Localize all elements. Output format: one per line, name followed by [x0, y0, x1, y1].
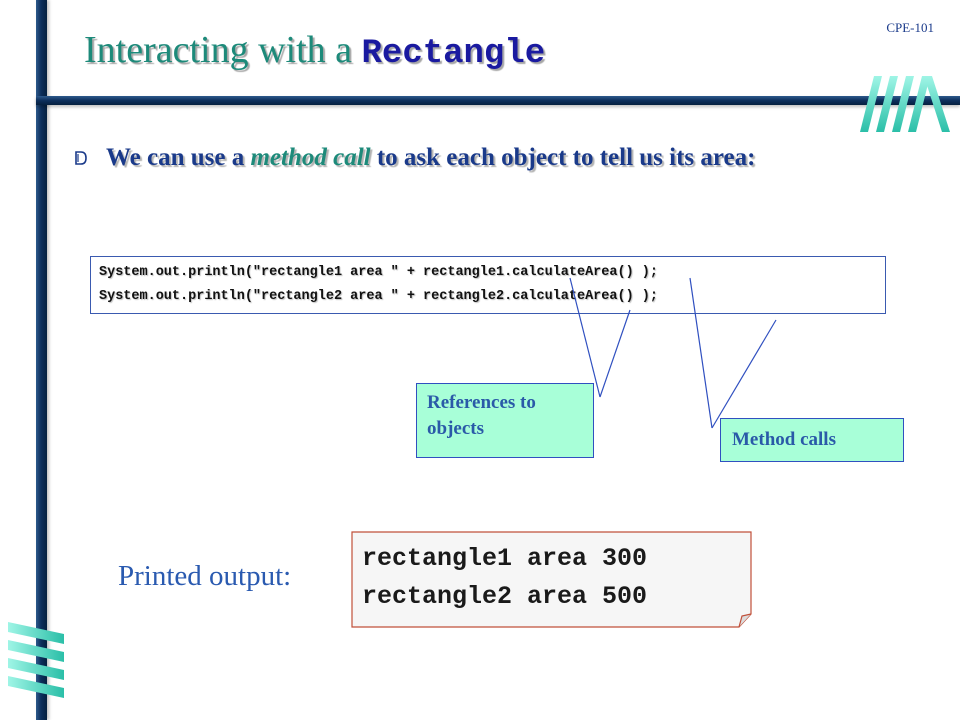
top-frame-bar — [36, 96, 960, 105]
bullet-text: We can use a method call to ask each obj… — [106, 144, 755, 173]
bullet-text-before: We can use a — [106, 144, 251, 171]
code-block: System.out.println("rectangle1 area " + … — [90, 256, 886, 314]
logo-stripes-bottom-icon — [8, 622, 64, 698]
code-line: System.out.println("rectangle1 area " + … — [99, 265, 658, 280]
pointer-line — [689, 277, 713, 429]
bullet-d-icon — [74, 150, 88, 173]
slide-title: Interacting with a Rectangle — [84, 28, 545, 73]
output-box — [351, 531, 752, 628]
bullet-emphasis: method call — [250, 144, 371, 171]
title-code: Rectangle — [361, 35, 546, 73]
bullet-text-after: to ask each object to tell us its area: — [370, 144, 756, 171]
bullet-item: We can use a method call to ask each obj… — [74, 144, 874, 173]
title-prefix: Interacting with a — [84, 29, 362, 71]
output-line: rectangle1 area 300 — [362, 544, 648, 573]
left-frame-bar — [36, 0, 47, 720]
output-line: rectangle2 area 500 — [362, 582, 648, 611]
pointer-line — [599, 309, 631, 398]
course-code: CPE-101 — [886, 20, 934, 35]
output-text: rectangle1 area 300 rectangle2 area 500 — [362, 540, 647, 616]
logo-stripes-icon — [860, 76, 950, 132]
pointer-line — [569, 277, 601, 398]
callout-references: References to objects — [416, 383, 594, 458]
output-label: Printed output: — [118, 560, 292, 592]
code-line: System.out.println("rectangle2 area " + … — [99, 289, 658, 304]
callout-method-calls: Method calls — [720, 418, 904, 462]
pointer-line — [711, 319, 777, 429]
